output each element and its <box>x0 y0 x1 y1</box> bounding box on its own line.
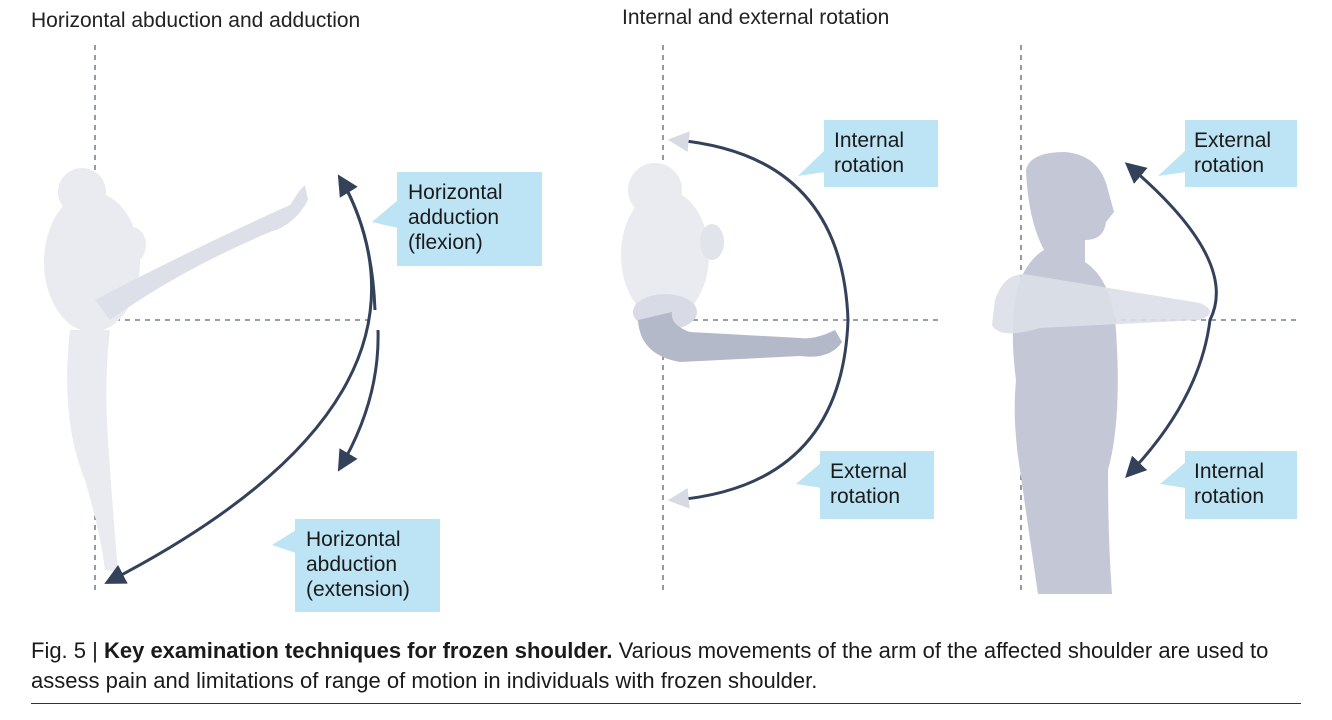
front-view-figure <box>621 163 842 362</box>
caption-title: Key examination techniques for frozen sh… <box>103 638 613 663</box>
callout-side-internal <box>1160 451 1297 519</box>
label-side-external-rotation: External rotation <box>1194 129 1272 177</box>
caption-fig-label: Fig. 5 | <box>31 638 104 663</box>
figure-caption: Fig. 5 | Key examination techniques for … <box>31 636 1301 696</box>
panel-heading-horizontal: Horizontal abduction and adduction <box>31 9 361 32</box>
top-view-figure <box>44 168 308 572</box>
side-view-figure <box>992 152 1210 594</box>
callout-horizontal-adduction <box>372 172 542 266</box>
label-horizontal-abduction: Horizontal abduction (extension) <box>306 528 410 601</box>
label-front-internal-rotation: Internal rotation <box>834 129 905 177</box>
front-rotation-panel <box>621 45 938 595</box>
callout-horizontal-abduction <box>272 519 440 612</box>
label-horizontal-adduction: Horizontal adduction (flexion) <box>408 181 503 254</box>
side-rotation-panel <box>992 45 1297 595</box>
adduction-flexion-arc-upper <box>337 174 377 311</box>
callout-front-internal <box>798 120 938 187</box>
callout-side-external <box>1158 120 1297 187</box>
caption-rule <box>31 703 1301 704</box>
panel-heading-rotation: Internal and external rotation <box>622 6 890 29</box>
label-side-internal-rotation: Internal rotation <box>1194 460 1265 508</box>
callout-front-external <box>796 451 934 519</box>
side-rotation-arc <box>1124 162 1218 479</box>
label-front-external-rotation: External rotation <box>830 460 908 508</box>
caption-body: Various movements of the arm of the affe… <box>31 638 1269 693</box>
front-rotation-arc <box>675 138 850 502</box>
adduction-flexion-arc-lower <box>337 329 380 472</box>
horizontal-panel <box>44 45 542 612</box>
